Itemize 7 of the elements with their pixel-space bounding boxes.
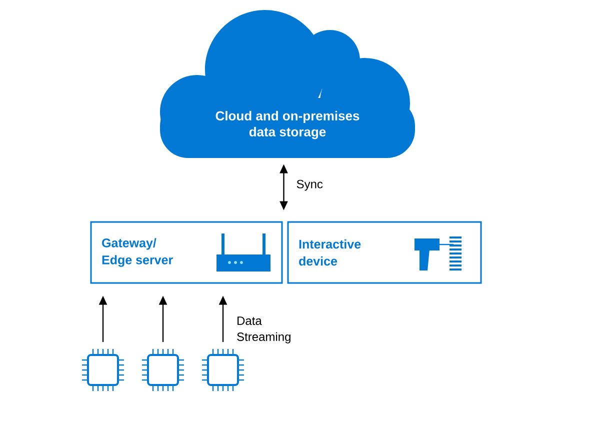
- device-box: Gateway/ Edge server: [90, 221, 283, 284]
- device-box: Interactive device: [287, 221, 482, 284]
- chip-icon: [82, 349, 124, 391]
- chip-icon: [142, 349, 184, 391]
- chip-icon: [202, 349, 244, 391]
- edge-label: Sync: [296, 180, 323, 191]
- edge-label: Data Streaming: [237, 316, 290, 344]
